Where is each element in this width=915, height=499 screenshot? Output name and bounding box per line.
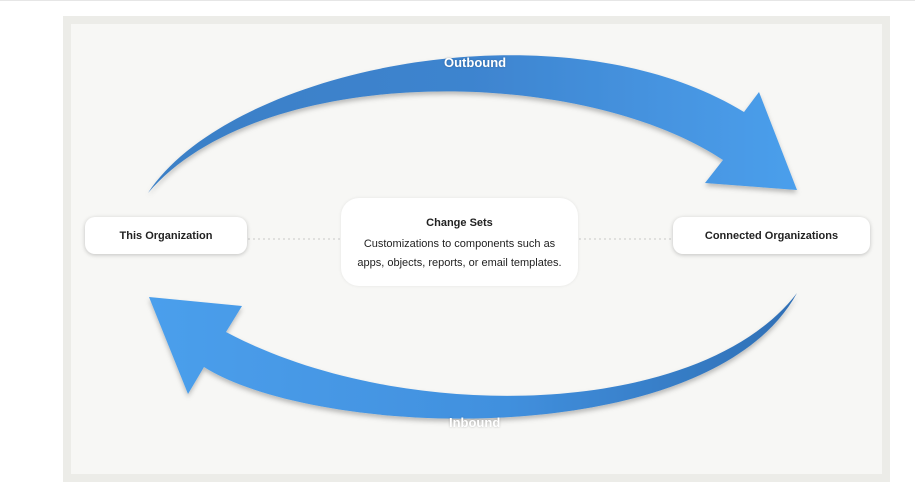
this-organization-node: This Organization [85,217,247,254]
inbound-label: Inbound [449,415,501,430]
outbound-arrow [148,55,797,193]
change-sets-title: Change Sets [426,217,493,229]
change-sets-description: Customizations to components such as app… [357,238,562,269]
outbound-label: Outbound [444,55,507,70]
change-sets-box: Change Sets Customizations to components… [341,198,578,286]
connected-organizations-label: Connected Organizations [704,229,839,242]
top-divider [0,0,915,1]
this-organization-label: This Organization [119,229,213,242]
inbound-arrow [149,293,797,419]
connected-organizations-node: Connected Organizations [673,217,870,254]
